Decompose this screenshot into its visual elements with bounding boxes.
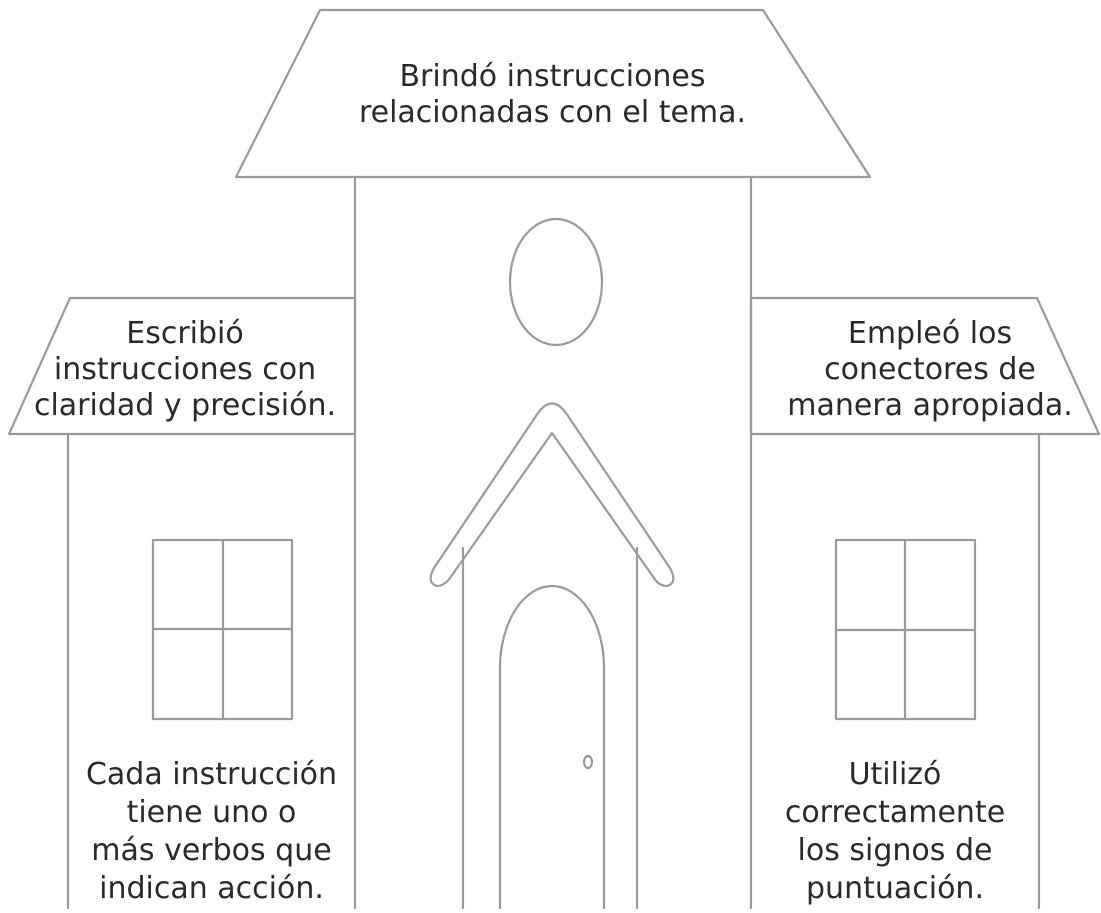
left-wall-text: Cada instrucción tiene uno o más verbos … [68,756,355,908]
left-wall-line: tiene uno o [126,795,297,830]
right-roof-line: manera apropiada. [787,388,1073,423]
right-wall-line: Utilizó [848,757,942,792]
oval-window [508,217,604,347]
left-roof-line: instrucciones con [53,352,317,387]
left-roof [7,296,357,436]
right-roof [749,296,1101,436]
door-knob [582,754,594,770]
right-wall-line: los signos de [797,833,993,868]
right-roof-line: conectores de [824,352,1036,387]
right-wall-text: Utilizó correctamente los signos de punt… [751,756,1039,908]
right-roof-line: Empleó los [847,316,1013,351]
top-roof [234,8,872,179]
left-roof-line: claridad y precisión. [33,388,337,423]
door [498,584,606,910]
left-wall-line: más verbos que [91,833,332,868]
right-wall-line: puntuación. [806,871,984,906]
left-roof-text: Escribió instrucciones con claridad y pr… [15,316,355,424]
left-wall-line: Cada instrucción [85,757,338,792]
top-roof-line: relacionadas con el tema. [358,95,747,130]
entrance-gable [429,402,675,588]
top-roof-line: Brindó instrucciones [399,59,706,94]
left-roof-line: Escribió [126,316,244,351]
top-roof-text: Brindó instrucciones relacionadas con el… [345,59,760,131]
right-roof-text: Empleó los conectores de manera apropiad… [765,316,1095,424]
left-window [151,538,294,721]
left-wall-line: indican acción. [99,871,324,906]
right-wall-line: correctamente [784,795,1006,830]
right-window [834,538,977,721]
